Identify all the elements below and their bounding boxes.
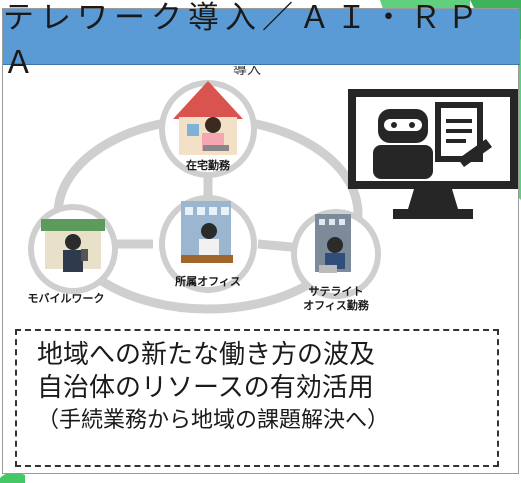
satellite-label-line2: オフィス勤務 xyxy=(303,299,369,312)
summary-line-3: （手続業務から地域の課題解決へ） xyxy=(37,408,390,433)
office-label: 所属オフィス xyxy=(175,275,241,288)
mobile-node-icon xyxy=(28,204,118,294)
workstyle-diagram xyxy=(28,80,381,314)
summary-line-1: 地域への新たな働き方の波及 xyxy=(37,340,376,370)
slide-panel: テレワーク導入／ＡＩ・ＲＰＡ 導入 xyxy=(2,0,520,474)
summary-line-2: 自治体のリソースの有効活用 xyxy=(37,373,374,403)
home-label: 在宅勤務 xyxy=(186,159,230,172)
home-node-icon xyxy=(159,80,257,178)
satellite-node-icon xyxy=(291,209,381,299)
satellite-label: サテライト xyxy=(308,285,364,298)
ai-robot-monitor-icon xyxy=(348,89,518,219)
summary-box: 地域への新たな働き方の波及 自治体のリソースの有効活用 （手続業務から地域の課題… xyxy=(15,329,499,467)
mobile-label: モバイルワーク xyxy=(27,292,105,305)
clipped-text: 導入 xyxy=(233,66,261,75)
office-node-icon xyxy=(159,195,257,293)
